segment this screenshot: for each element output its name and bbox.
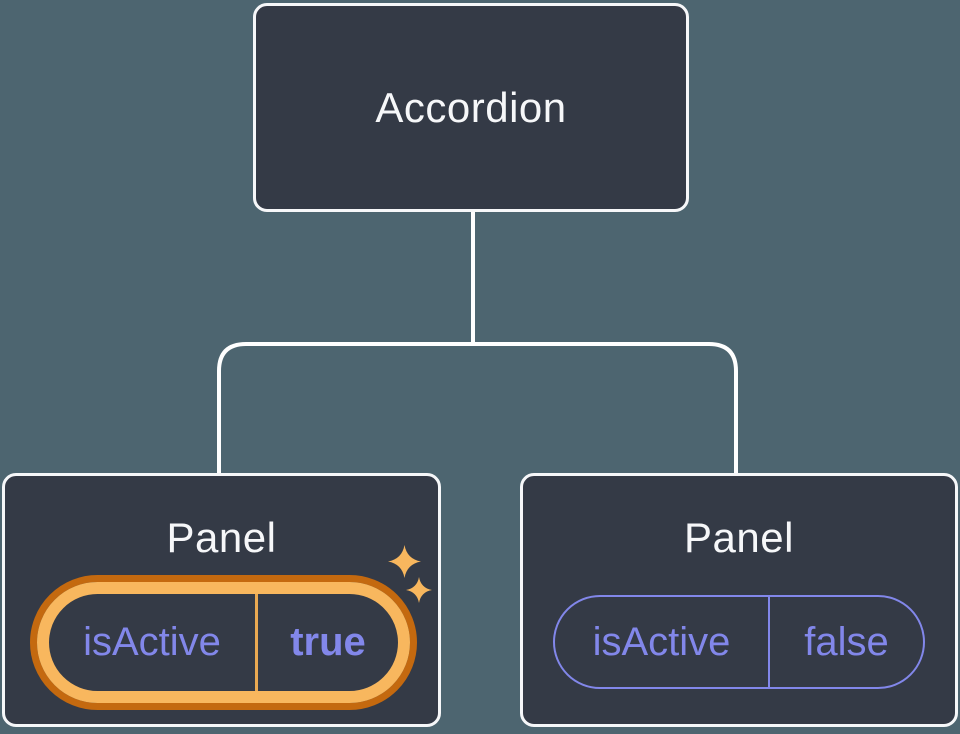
panel-node-active: Panel isActive true	[2, 473, 441, 727]
prop-value-label: false	[804, 619, 889, 664]
prop-value-cell: false	[770, 597, 923, 687]
accordion-node: Accordion	[253, 3, 689, 212]
panel-node-label: Panel	[166, 514, 277, 561]
sparkle-star-small	[406, 577, 432, 603]
pill-divider	[768, 597, 770, 687]
prop-value-label: true	[290, 620, 366, 664]
prop-pill-active: isActive true	[30, 575, 417, 710]
prop-name-cell: isActive	[49, 594, 255, 691]
panel-node-inactive: Panel isActive false	[520, 473, 958, 727]
sparkle-icon-small	[406, 577, 432, 603]
prop-value-cell: true	[258, 594, 398, 691]
connector-branch-bracket	[217, 342, 738, 474]
prop-pill-inactive: isActive false	[553, 595, 925, 689]
pill-divider	[255, 594, 258, 691]
panel-node-label: Panel	[684, 514, 794, 561]
prop-name-cell: isActive	[555, 597, 768, 687]
prop-pill-active-ring: isActive true	[37, 582, 410, 703]
prop-name-label: isActive	[592, 619, 731, 664]
prop-name-label: isActive	[83, 620, 221, 664]
accordion-node-label: Accordion	[375, 83, 567, 131]
